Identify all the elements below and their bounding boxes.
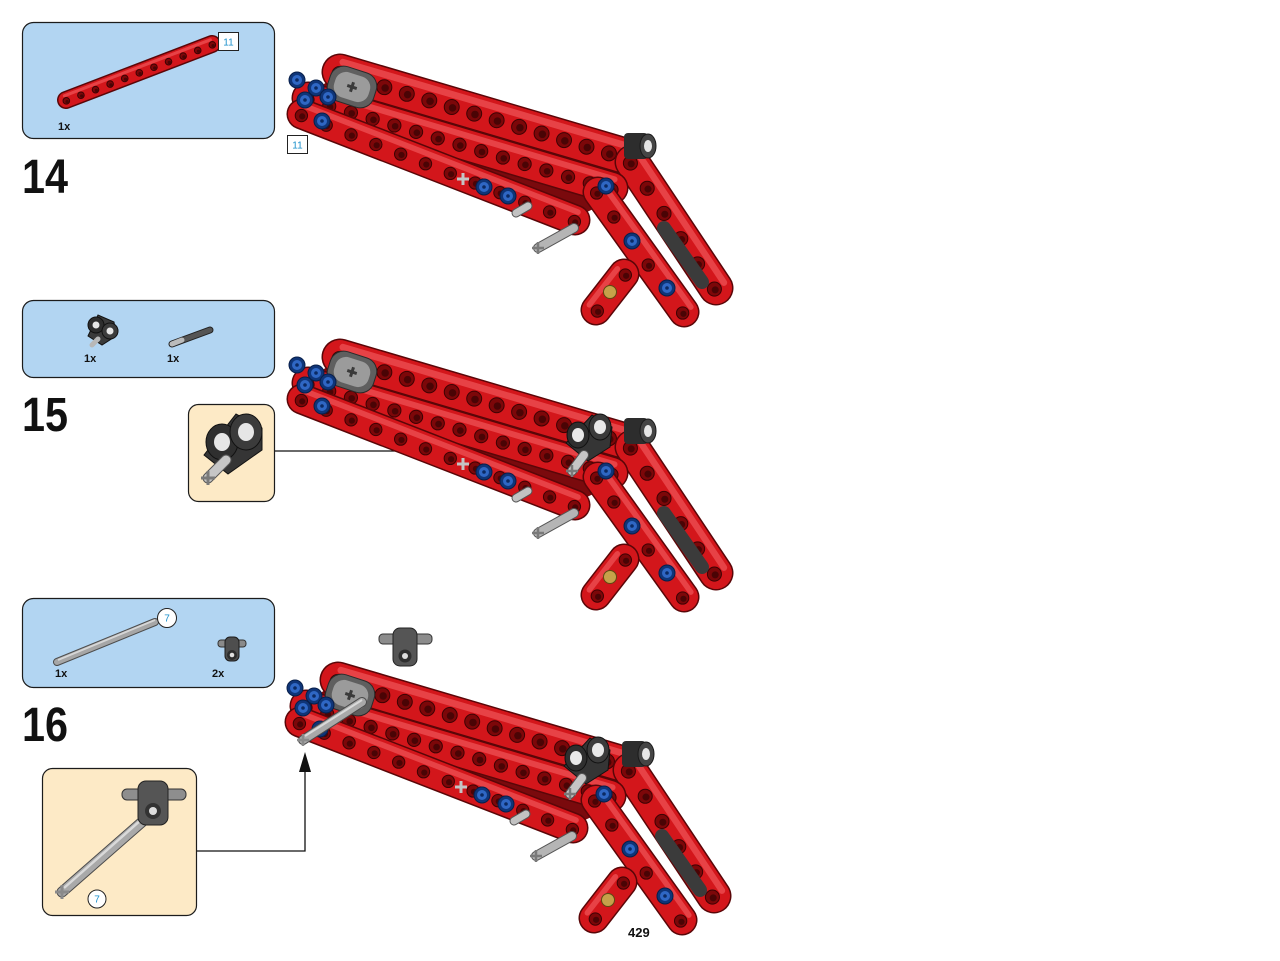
beam-hole-depth: [182, 55, 186, 59]
pin-icon: [168, 326, 214, 348]
callout-length-circle: [87, 889, 107, 909]
axle-subassembly-icon: [55, 780, 187, 899]
step-16-arrow-head: [299, 752, 311, 772]
step-16-part-qty: 1x: [55, 668, 68, 680]
step-15-part-qty: 1x: [84, 353, 97, 365]
step-16-length-label: 7: [164, 614, 170, 625]
step-15-number: 15: [22, 389, 68, 442]
step-14-number: 14: [22, 151, 68, 204]
assembly-length-label: 11: [292, 141, 303, 152]
step-16-added-connectors: [378, 627, 433, 667]
connector-icon: [217, 636, 247, 662]
step-15-part-qty: 1x: [167, 353, 180, 365]
axle-icon: [53, 618, 159, 666]
step-14-length-box: [218, 32, 239, 51]
step-15-assembly: [289, 347, 724, 604]
step-16-number: 16: [22, 699, 68, 752]
connector-subassembly-icon: [201, 413, 263, 485]
beam-hole-depth: [138, 71, 142, 76]
beam-hole-depth: [94, 88, 98, 93]
assembly-length-box: [287, 135, 308, 154]
beam-hole-depth: [211, 43, 215, 48]
page-number: 429: [628, 925, 650, 940]
red-beam-icon: [57, 35, 221, 109]
beam-hole-depth: [65, 99, 69, 104]
step-16-arrow-line: [197, 770, 306, 852]
connector-icon: [87, 314, 119, 348]
step-16-added-axle: [297, 697, 367, 746]
beam-hole-depth: [80, 94, 84, 98]
beam-hole-depth: [153, 66, 157, 70]
step-16-length-circle: [157, 608, 177, 628]
step-16-parts-panel: [21, 597, 276, 689]
step-14-assembly: [289, 62, 724, 319]
step-15-parts-panel: [21, 299, 276, 379]
beam-hole-depth: [196, 49, 201, 53]
step-14-part-qty: 1x: [58, 121, 71, 133]
beam-highlight: [62, 38, 212, 98]
step-14-length-label: 11: [223, 38, 234, 49]
beam-hole-depth: [167, 60, 171, 65]
beam-hole-depth: [123, 77, 128, 81]
callout-length-label: 7: [94, 895, 100, 906]
step-16-part-qty: 2x: [212, 668, 225, 680]
beam-hole-depth: [109, 83, 113, 87]
